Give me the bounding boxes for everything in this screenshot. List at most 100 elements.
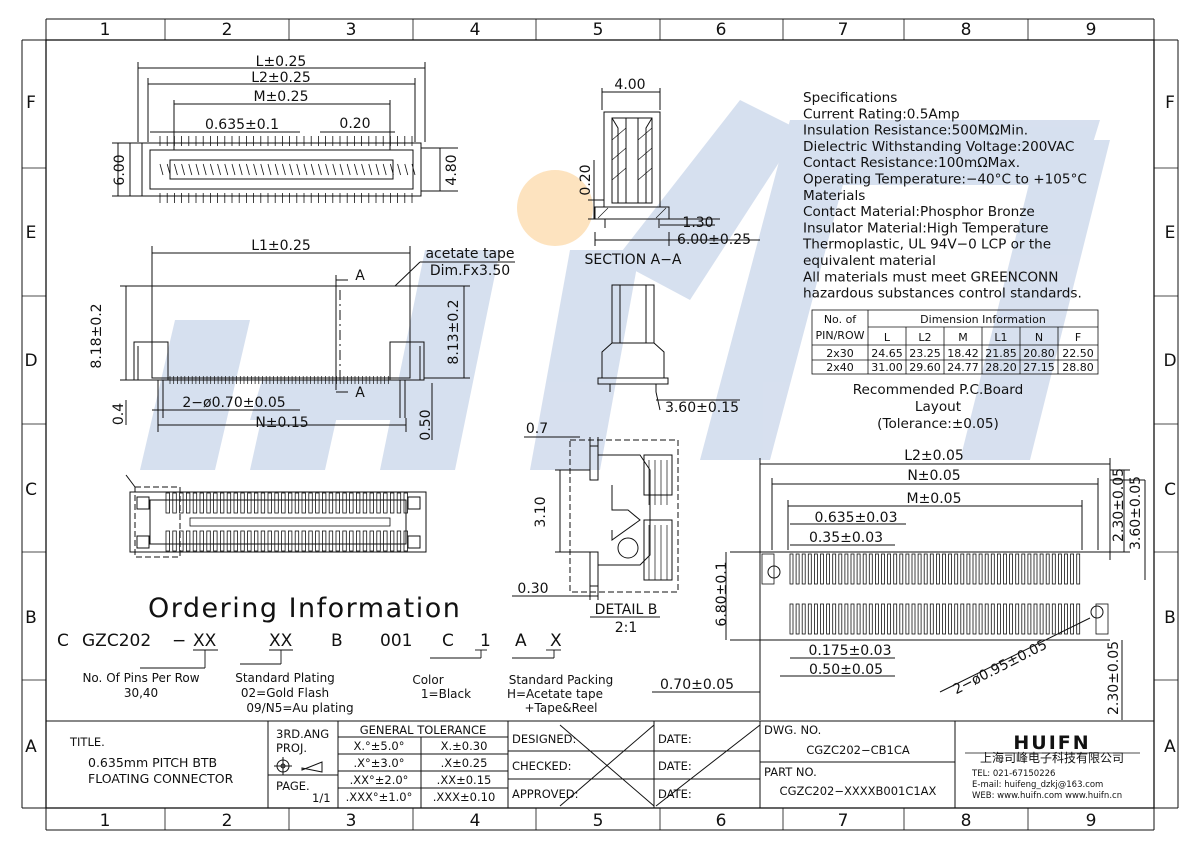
spec-line: Contact Material:Phosphor Bronze	[803, 204, 1035, 220]
title-line: 0.635mm PITCH BTB	[88, 755, 217, 770]
pad	[881, 553, 885, 585]
drawing-frame	[21, 18, 1179, 831]
order-code-part: 1	[480, 631, 491, 651]
pin	[233, 530, 238, 552]
zone-row-right: F	[1165, 93, 1175, 113]
pin	[260, 530, 266, 552]
table-group-header: Dimension Information	[920, 313, 1046, 326]
pin	[355, 492, 361, 514]
pad	[820, 603, 824, 635]
contact	[404, 163, 409, 176]
dim-pcb-hole: 2−ø0.95±0.05	[951, 637, 1050, 698]
zone-col-bottom: 4	[470, 811, 481, 831]
contact	[159, 163, 164, 176]
table-cell: 24.65	[871, 347, 903, 360]
table-col-header: M	[958, 331, 968, 344]
dim-0-20-vertical: 0.20	[578, 164, 594, 195]
pad	[923, 553, 928, 585]
zone-col-bottom: 2	[222, 811, 233, 831]
zone-row-right: D	[1163, 351, 1176, 371]
dim-pcb-N: N±0.05	[907, 468, 960, 484]
order-code-part: C	[57, 631, 69, 651]
zone-col-bottom: 5	[593, 811, 604, 831]
pcb-title-line: Recommended P.C.Board	[853, 382, 1024, 398]
tolerance-cell: .X±0.25	[441, 756, 488, 770]
tolerance-cell: .XX°±2.0°	[350, 773, 409, 787]
spec-line: Insulator Material:High Temperature	[803, 220, 1048, 236]
pin	[274, 492, 279, 514]
table-cell: 29.60	[909, 361, 941, 374]
dwg-no-value: CGZC202−CB1CA	[806, 743, 910, 757]
pad	[1051, 553, 1056, 585]
pad	[948, 603, 952, 635]
pad	[881, 603, 885, 635]
zone-row-right: B	[1164, 608, 1176, 628]
pin	[199, 492, 204, 514]
spec-line: Insulation Resistance:500MΩMin.	[803, 123, 1028, 139]
acetate-dim-label: Dim.Fx3.50	[430, 263, 510, 279]
side-view-dims: L1±0.25 acetate tape Dim.Fx3.50 A A 8.18…	[89, 238, 515, 441]
pad	[832, 553, 837, 585]
pin	[383, 492, 388, 514]
pad	[929, 603, 934, 635]
contact	[174, 163, 178, 176]
contact	[246, 163, 250, 176]
dim-pcb-3-60: 3.60±0.05	[1128, 476, 1144, 550]
dim-3-10: 3.10	[533, 496, 549, 527]
dim-6-00-section: 6.00±0.25	[677, 232, 751, 248]
pin	[342, 492, 347, 514]
pin	[328, 530, 334, 552]
part-no-value: CGZC202−XXXXB001C1AX	[780, 784, 937, 798]
dim-L: L±0.25	[256, 54, 307, 70]
ordering-note-packing: H=Acetate tape	[507, 687, 603, 701]
contact	[289, 163, 293, 176]
pad	[1021, 553, 1026, 585]
pad	[820, 553, 824, 585]
pad	[1064, 553, 1068, 585]
detail-b-dims: 0.7 3.10 0.30 DETAIL B 2:1	[517, 421, 657, 636]
contact	[325, 163, 329, 176]
ordering-information: Ordering Information C GZC202 − XX XX B …	[57, 593, 613, 715]
pin	[396, 530, 402, 552]
pad	[789, 603, 794, 635]
pad	[936, 603, 940, 635]
pin	[349, 530, 354, 552]
pad	[1003, 603, 1007, 635]
contact	[195, 163, 200, 176]
pcb-layout-title: Recommended P.C.Board Layout (Tolerance:…	[853, 382, 1024, 432]
company-contact: TEL: 021-67150226	[971, 769, 1055, 779]
section-mark-bottom: A	[355, 385, 365, 401]
pin	[260, 492, 266, 514]
pin	[355, 530, 361, 552]
tolerance-cell: .XXX°±1.0°	[346, 790, 413, 804]
contact	[375, 163, 380, 176]
pad	[868, 553, 873, 585]
order-code-part: X	[550, 631, 562, 651]
pin	[389, 492, 395, 514]
pin	[206, 530, 211, 552]
pin	[335, 492, 340, 514]
dim-0-7: 0.7	[526, 421, 548, 437]
order-code-part: A	[515, 631, 527, 651]
dim-8-13: 8.13±0.2	[446, 299, 462, 364]
contact	[267, 163, 272, 176]
dim-pcb-M: M±0.05	[907, 491, 962, 507]
pad	[832, 603, 837, 635]
pad	[997, 603, 1001, 635]
acetate-tape-label: acetate tape	[425, 246, 514, 262]
contact	[397, 163, 401, 176]
pin	[376, 492, 381, 514]
pad	[1021, 603, 1026, 635]
pin	[233, 492, 238, 514]
dim-4-80: 4.80	[444, 154, 460, 185]
pin	[308, 530, 313, 552]
pad	[899, 603, 904, 635]
pin	[172, 530, 177, 552]
pin	[247, 530, 252, 552]
date-label: DATE:	[658, 759, 692, 773]
top-view	[112, 62, 458, 203]
table-col-header: N	[1035, 331, 1043, 344]
pin	[321, 492, 327, 514]
contact	[296, 163, 301, 176]
